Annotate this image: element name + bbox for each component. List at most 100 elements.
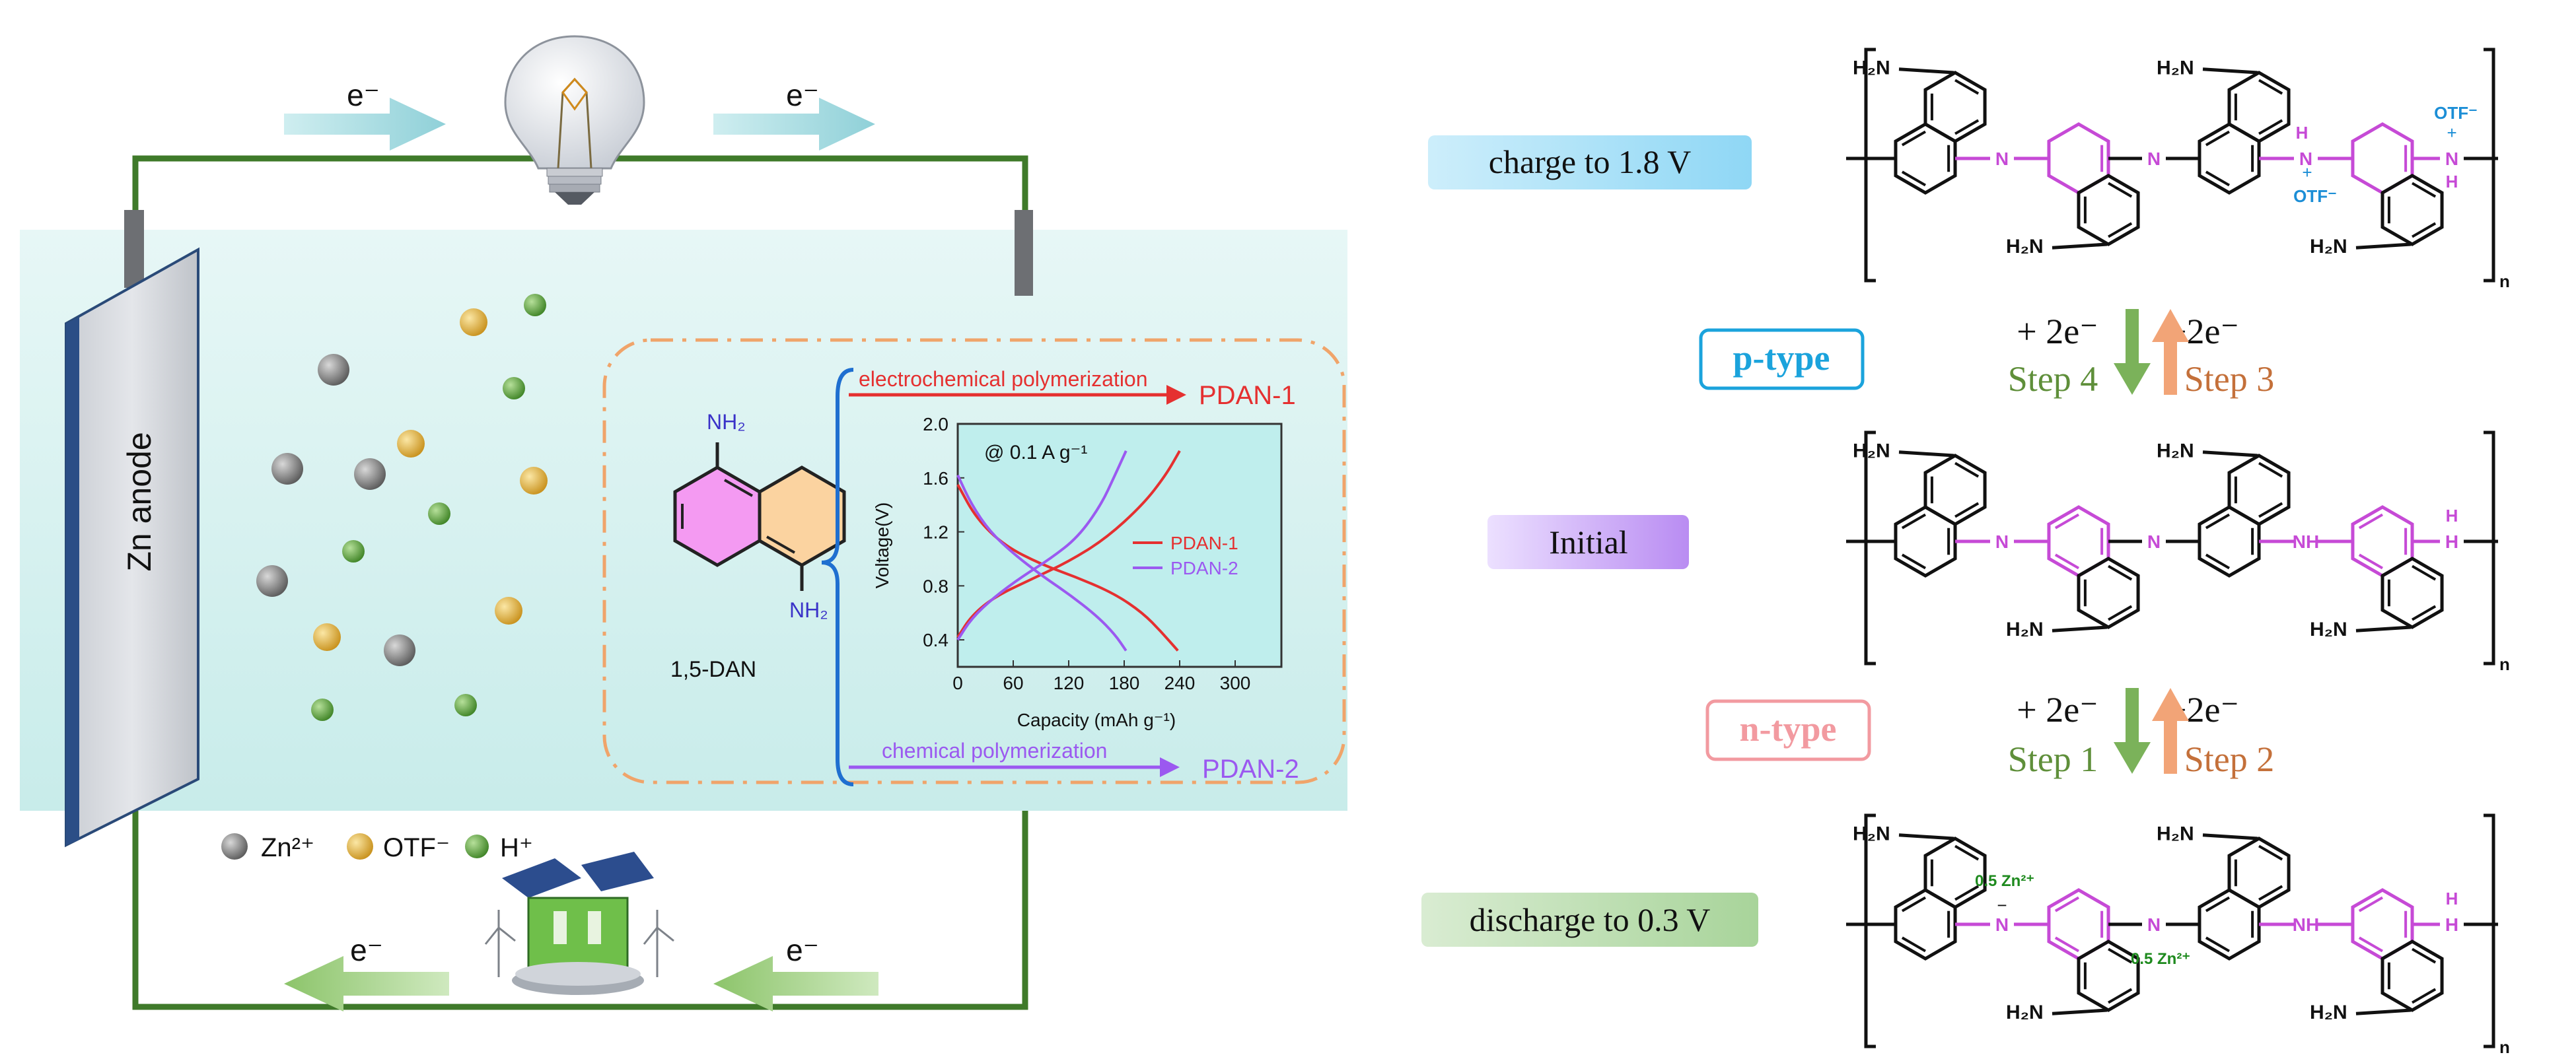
otf-ion [460,308,487,336]
nh2-label: H₂N [2006,619,2044,640]
electron-flow-bottom-right: e⁻ [713,933,878,1011]
h-ion [311,699,334,721]
ring [2227,454,2291,526]
down-arrow-green [2114,309,2151,395]
linkage-n-label: N [2299,149,2312,169]
nh2-label: H₂N [2006,1002,2044,1023]
step-2-label: Step 2 [2184,739,2275,779]
nh2-label: H₂N [2310,236,2347,257]
nh2-label: H₂N [1853,440,1890,462]
legend-label-pdan1: PDAN-1 [1170,533,1238,553]
linkage-n-label: N [2147,149,2161,169]
state-initial-label: Initial [1549,524,1628,561]
repeat-n-label: n [2499,271,2510,291]
monomer-nh2-top: NH₂ [707,410,746,434]
state-discharged-label: discharge to 0.3 V [1470,901,1711,938]
y-tick-label: 1.2 [923,522,948,543]
legend-otf-label: OTF⁻ [383,833,450,862]
step-3-label: Step 3 [2184,359,2275,399]
down-arrow-green [2114,688,2151,774]
electron-flow-top-right: e⁻ [713,78,875,151]
electron-flow-bottom-left: e⁻ [284,933,449,1011]
plus-label: + [2447,123,2456,143]
electron-label: e⁻ [786,933,819,967]
h-ion [524,294,546,316]
state-discharged: discharge to 0.3 V [1421,893,1758,947]
legend-label-pdan2: PDAN-2 [1170,558,1238,578]
electron-label: e⁻ [350,933,383,967]
monomer-name: 1,5-DAN [670,657,756,682]
lower-gain-electrons: + 2e⁻ [2017,690,2098,730]
ring [2077,557,2140,629]
nh2-label: H₂N [1853,823,1890,845]
zn-ion [271,453,303,485]
legend-zn-label: Zn²⁺ [261,833,314,862]
y-tick-label: 0.8 [923,576,948,596]
linkage-n-label: N [1995,149,2009,169]
x-tick-label: 240 [1164,673,1196,693]
up-arrow-orange [2152,688,2189,774]
cathode-tab [1015,210,1033,296]
h-ion [428,502,450,525]
chart-annotation: @ 0.1 A g⁻¹ [984,442,1087,463]
state-initial-pill [1487,515,1689,569]
series-line-pdan-2-charge [956,450,1127,641]
h-ion [454,694,477,716]
electron-label: e⁻ [786,78,819,112]
synthesis-inset: NH₂ NH₂ 1,5-DAN electrochemical polymeri… [602,338,1346,786]
redox-mechanism: charge to 1.8 V Initial discharge to 0.3… [1421,48,2510,1057]
nh2-label: H₂N [2157,440,2194,462]
ring [1923,454,1987,526]
p-type-label: p-type [1733,338,1830,378]
x-tick-label: 180 [1109,673,1140,693]
zn-ion-legend-icon [221,833,248,860]
chart-xlabel: Capacity (mAh g⁻¹) [1017,710,1176,730]
up-arrow-orange [2152,309,2189,395]
linkage-n-label: N [2147,531,2161,552]
chart-series [956,450,1181,652]
linkage-h-label: H [2296,123,2308,143]
route-bottom-label: chemical polymerization [882,739,1107,763]
h-ion [342,540,365,563]
state-charged: charge to 1.8 V [1428,135,1752,189]
nh2-label: H₂N [2157,57,2194,79]
nh2-label: H₂N [1853,57,1890,79]
linkage-n-label: N [2147,914,2161,935]
product-top-label: PDAN-1 [1199,381,1296,410]
electron-label: e⁻ [347,78,380,112]
linkage-n-label: NH [2293,531,2319,552]
zn-ion [384,634,415,666]
otf-ion-legend-icon [347,833,373,860]
ring [2380,557,2444,629]
route-top-label: electrochemical polymerization [859,367,1148,391]
zn-ion [318,354,349,386]
zn-label: 0.5 Zn²⁺ [2131,950,2190,968]
dan-monomer-structure: NH₂ NH₂ 1,5-DAN [670,410,846,682]
chart-ylabel: Voltage(V) [872,502,892,589]
repeat-n-label: n [2499,1037,2510,1057]
zn-label: 0.5 Zn²⁺ [1975,872,2034,890]
light-bulb-icon [504,35,645,205]
linkage-n-label: N [1995,531,2009,552]
x-tick-label: 120 [1054,673,1085,693]
anode-label: Zn anode [121,432,158,571]
upper-gain-electrons: + 2e⁻ [2017,312,2098,351]
otf-label: OTF⁻ [2293,186,2337,206]
nh2-label: H₂N [2310,1002,2347,1023]
terminal-n-label: N [2445,149,2458,169]
external-circuit-wire-bottom [132,811,1028,1010]
zn-anode-plate: Zn anode [65,247,199,848]
terminal-h-label: H [2446,889,2458,908]
monomer-nh2-bottom: NH₂ [789,598,828,622]
state-initial: Initial [1487,515,1689,569]
state-charged-pill [1428,135,1752,189]
otf-ion [313,623,341,651]
chart-legend: PDAN-1 PDAN-2 [1133,533,1238,578]
ring [1923,837,1987,909]
ring [2077,174,2140,246]
state-discharged-pill [1421,893,1758,947]
ring [2380,174,2444,246]
